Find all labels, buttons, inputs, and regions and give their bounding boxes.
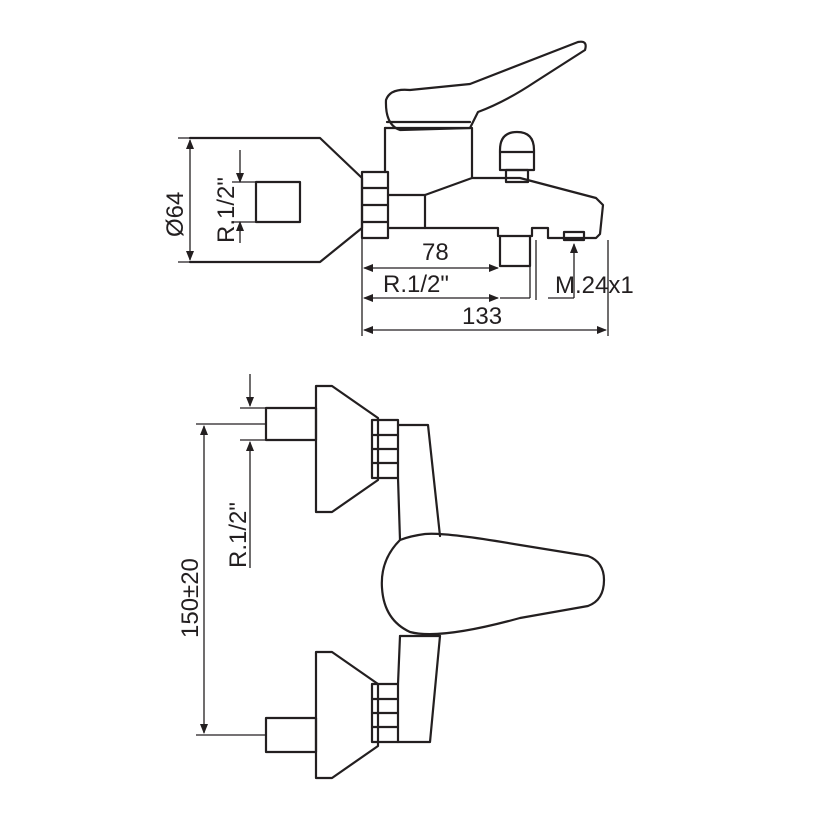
diverter-knob [498, 130, 536, 184]
mixer-body [383, 126, 605, 240]
upper-hex-nut [370, 418, 400, 480]
upper-escutcheon [314, 384, 380, 514]
overall-length-label: 133 [462, 303, 502, 330]
diameter-label: Ø64 [162, 192, 189, 237]
aerator-thread-label: M.24x1 [555, 272, 634, 299]
front-thread-label: R.1/2" [225, 502, 252, 568]
outlet-offset-label: 78 [422, 239, 449, 266]
lever-handle [384, 40, 587, 132]
hex-nut-side [360, 170, 390, 240]
lower-escutcheon [314, 650, 380, 780]
lower-hex-nut [370, 682, 400, 744]
inlet-pipe [254, 180, 302, 224]
front-view: R.1/2" 150±20 [177, 374, 606, 780]
inlet-thread-label: R.1/2" [213, 177, 240, 243]
front-lever [380, 532, 606, 636]
front-body [396, 423, 442, 744]
centers-label: 150±20 [177, 558, 204, 638]
connector-pipe [386, 193, 427, 230]
outlet-thread-label: R.1/2" [383, 271, 449, 298]
aerator-outlet [562, 230, 586, 242]
side-view: Ø64 R.1/2" 78 R.1/2" M.24x1 133 [162, 40, 634, 336]
shower-outlet [498, 234, 532, 268]
